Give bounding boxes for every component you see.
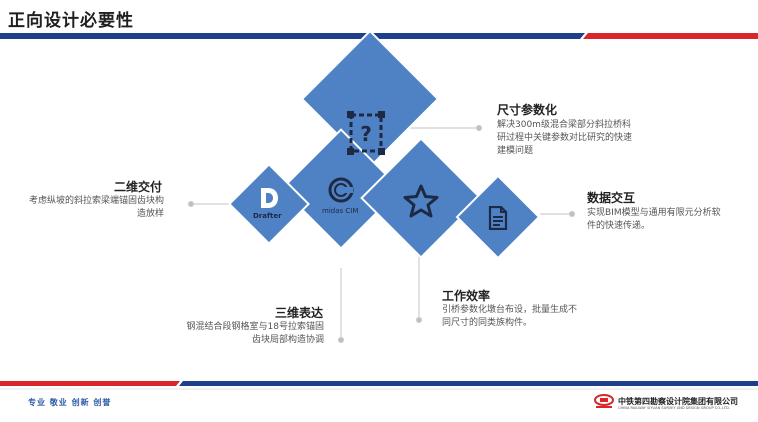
top-red-band bbox=[583, 33, 758, 39]
data-exchange-line-1: 实现BIM模型与通用有限元分析软 bbox=[587, 208, 721, 218]
efficiency-desc: 引桥参数化墩台布设，批量生成不 同尺寸的同类族构件。 bbox=[442, 304, 577, 330]
star-icon bbox=[403, 184, 439, 218]
data-exchange-heading: 数据交互 bbox=[587, 191, 636, 205]
page-title: 正向设计必要性 bbox=[8, 11, 134, 31]
drawing-line-2: 造放样 bbox=[136, 209, 164, 219]
connector-data-exchange-dot bbox=[568, 210, 576, 218]
question-frame-icon: ? bbox=[347, 111, 385, 155]
efficiency-line-2: 同尺寸的同类族构件。 bbox=[442, 318, 533, 328]
drawing-heading: 二维交付 bbox=[113, 180, 162, 194]
footer-slogan: 专业 敬业 创新 创誉 bbox=[28, 398, 112, 407]
efficiency-heading: 工作效率 bbox=[442, 289, 491, 303]
company-name-cn: 中铁第四勘察设计院集团有限公司 bbox=[618, 397, 738, 406]
size-params-line-3: 建模问题 bbox=[497, 146, 534, 156]
bottom-red-band bbox=[0, 381, 180, 386]
top-navy-band bbox=[0, 33, 585, 39]
data-exchange-line-2: 件的快速传递。 bbox=[587, 221, 651, 231]
connector-drawing-dot bbox=[187, 200, 195, 208]
drawing-line-1: 考虑纵坡的斜拉索梁端锚固齿块构 bbox=[28, 196, 164, 206]
company-name-en: CHINA RAILWAY SIYUAN SURVEY AND DESIGN G… bbox=[618, 406, 730, 410]
midas-logo-label: midas CIM bbox=[322, 207, 359, 215]
expression-heading: 三维表达 bbox=[274, 306, 323, 320]
efficiency-line-1: 引桥参数化墩台布设，批量生成不 bbox=[442, 305, 578, 315]
expression-desc: 钢混结合段钢格室与18号拉索锚固 齿块局部构造协调 bbox=[187, 321, 324, 347]
midas-logo bbox=[328, 177, 354, 203]
svg-text:?: ? bbox=[360, 122, 372, 146]
connector-size-params-dot bbox=[475, 124, 483, 132]
size-params-line-1: 解决300m级混合梁部分斜拉桥科 bbox=[497, 120, 631, 130]
size-params-line-2: 研过程中关键参数对比研究的快速 bbox=[497, 133, 633, 143]
size-params-desc: 解决300m级混合梁部分斜拉桥科 研过程中关键参数对比研究的快速 建模问题 bbox=[497, 119, 632, 158]
document-icon bbox=[488, 206, 508, 230]
bottom-navy-band bbox=[179, 381, 758, 386]
data-exchange-desc: 实现BIM模型与通用有限元分析软 件的快速传递。 bbox=[587, 207, 721, 233]
size-params-heading: 尺寸参数化 bbox=[497, 103, 558, 117]
expression-line-2: 齿块局部构造协调 bbox=[251, 335, 324, 345]
connector-efficiency-dot bbox=[415, 316, 423, 324]
expression-line-1: 钢混结合段钢格室与18号拉索锚固 bbox=[186, 322, 324, 332]
drawing-desc: 考虑纵坡的斜拉索梁端锚固齿块构 造放样 bbox=[29, 195, 164, 221]
drafter-logo bbox=[261, 188, 278, 208]
drafter-logo-label: Drafter bbox=[253, 212, 282, 220]
connector-expression-dot bbox=[337, 336, 345, 344]
company-logo-icon bbox=[594, 394, 614, 408]
